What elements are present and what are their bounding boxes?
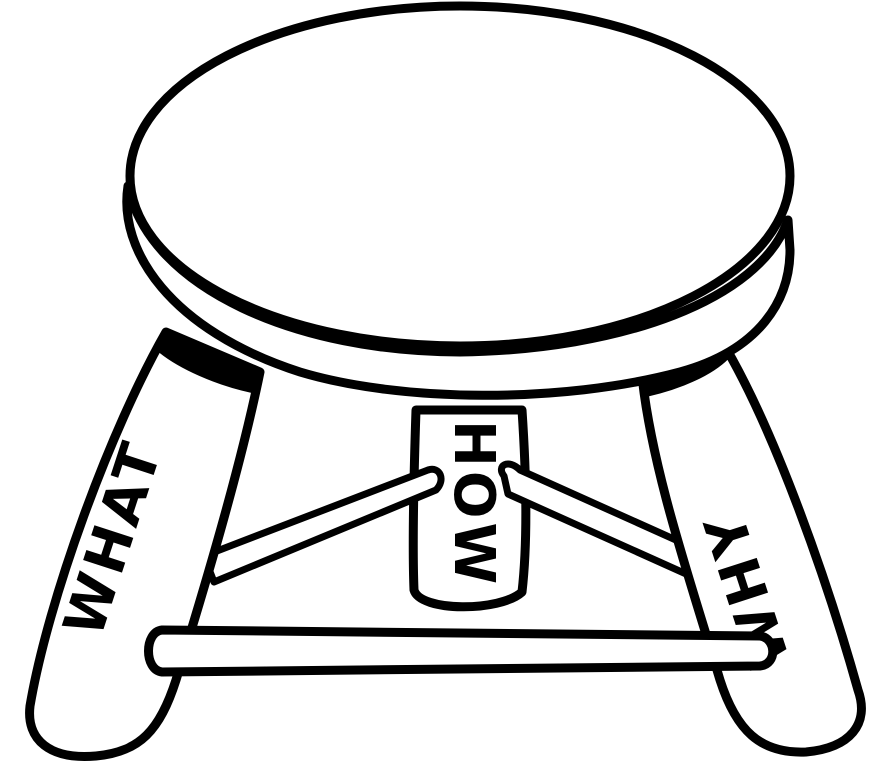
stool-leg-left: WHAT	[30, 330, 262, 757]
stool-rung-front	[149, 630, 773, 672]
stool-seat	[127, 6, 790, 395]
leg-label-how: HOW	[441, 420, 506, 588]
stool-rung-left-diagonal	[204, 469, 441, 582]
stool-seat-top	[130, 6, 790, 346]
stool-leg-middle: HOW	[413, 410, 526, 607]
